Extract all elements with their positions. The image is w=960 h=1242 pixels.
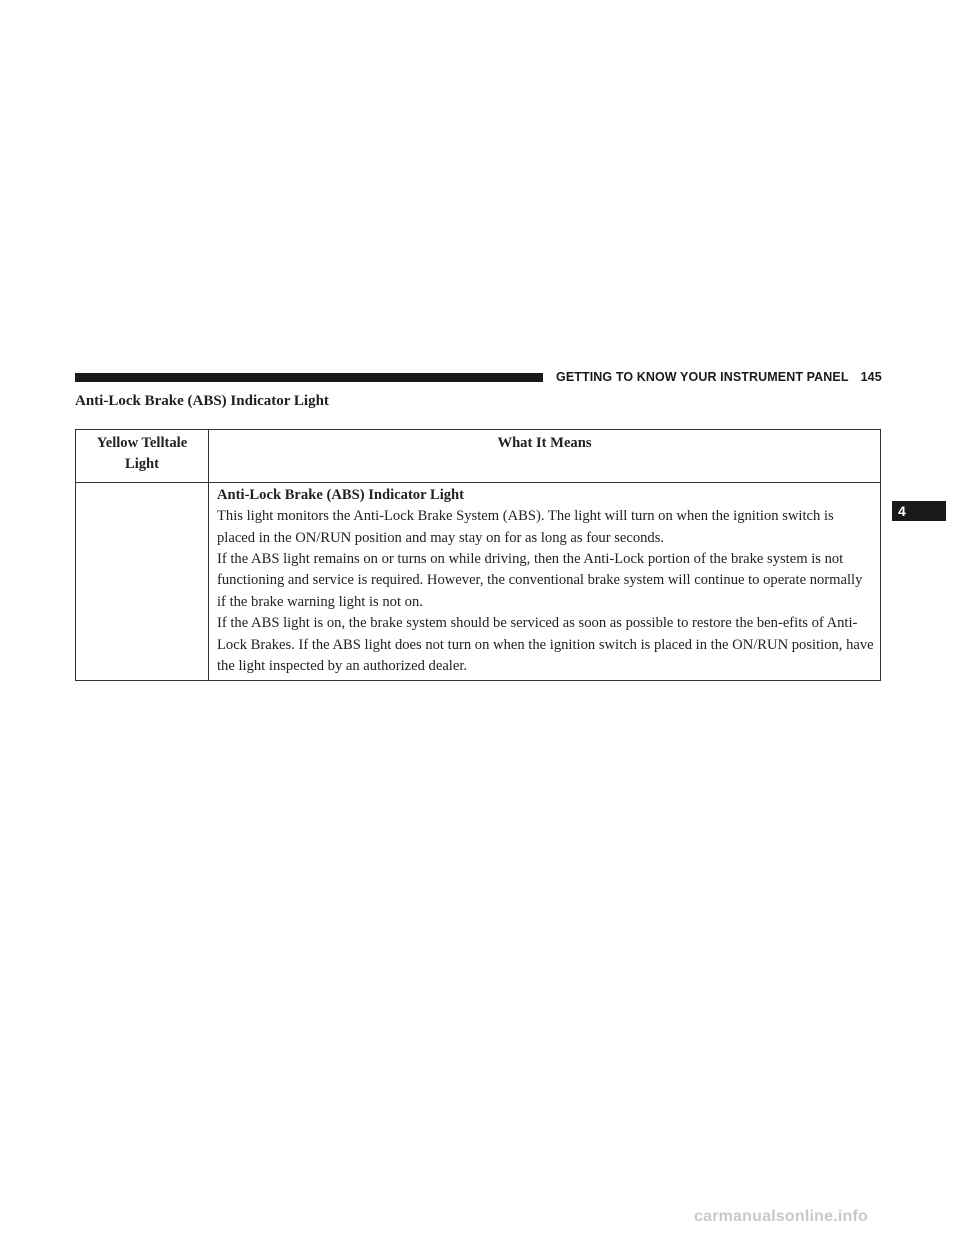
telltale-table: Yellow Telltale Light What It Means Anti…: [75, 429, 881, 682]
section-title: Anti-Lock Brake (ABS) Indicator Light: [75, 393, 329, 409]
description-title: Anti-Lock Brake (ABS) Indicator Light: [217, 486, 465, 503]
description-paragraph: If the ABS light is on, the brake system…: [217, 615, 874, 675]
table-row: Anti-Lock Brake (ABS) Indicator Light Th…: [75, 481, 881, 682]
header-rule: [75, 373, 543, 382]
chapter-number: 4: [898, 503, 906, 519]
description-paragraph: This light monitors the Anti-Lock Brake …: [217, 508, 834, 546]
telltale-light-cell: [75, 481, 209, 682]
header-yellow-telltale-light: Yellow Telltale Light: [75, 429, 209, 483]
description-paragraph: If the ABS light remains on or turns on …: [217, 551, 863, 610]
header-what-it-means: What It Means: [208, 429, 881, 483]
page-number: 145: [860, 370, 882, 384]
header-section-title: GETTING TO KNOW YOUR INSTRUMENT PANEL: [556, 370, 849, 384]
running-header: GETTING TO KNOW YOUR INSTRUMENT PANEL 145: [556, 370, 882, 384]
table-header-row: Yellow Telltale Light What It Means: [75, 429, 881, 483]
watermark: carmanualsonline.info: [694, 1208, 869, 1225]
description-cell: Anti-Lock Brake (ABS) Indicator Light Th…: [208, 481, 881, 682]
chapter-tab: 4: [892, 501, 946, 521]
